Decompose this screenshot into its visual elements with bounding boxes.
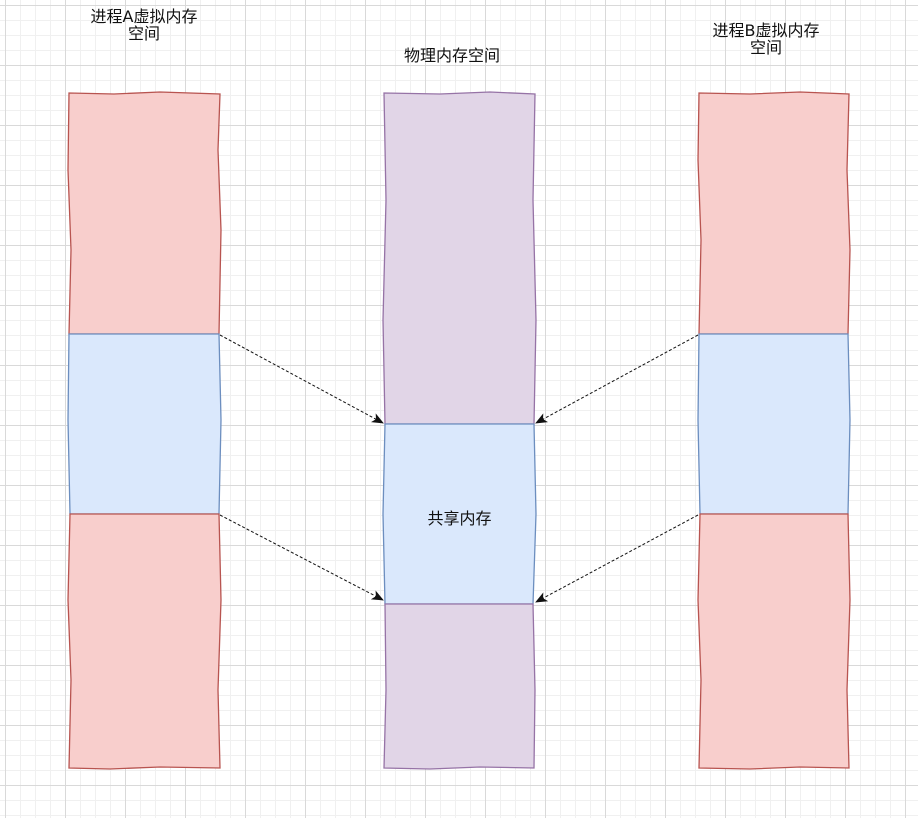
physical-memory-column	[382, 91, 537, 770]
arrow-b-bottom	[535, 514, 699, 603]
process-b-title-line-1: 进程B虚拟内存	[712, 21, 820, 40]
mapping-arrows	[219, 334, 699, 603]
shared-memory-label: 共享内存	[427, 509, 492, 528]
process-b-top-region	[697, 91, 851, 335]
physical-memory-title: 物理内存空间	[372, 47, 532, 64]
process-b-column	[697, 91, 851, 770]
process-a-bottom-region	[67, 513, 222, 770]
process-a-title: 进程A虚拟内存 空间	[64, 8, 224, 42]
process-b-title-line-2: 空间	[749, 38, 782, 57]
arrow-a-bottom	[219, 514, 384, 601]
arrow-b-top	[535, 334, 699, 424]
process-b-title: 进程B虚拟内存 空间	[686, 22, 846, 56]
arrow-a-top	[219, 334, 384, 424]
process-a-title-line-1: 进程A虚拟内存	[90, 7, 198, 26]
physical-bottom-region	[383, 603, 536, 770]
physical-top-region	[382, 91, 537, 425]
process-a-shared-region	[67, 333, 222, 515]
physical-memory-title-line-1: 物理内存空间	[403, 46, 500, 65]
process-a-top-region	[67, 91, 222, 335]
process-a-title-line-2: 空间	[127, 24, 160, 43]
process-a-column	[67, 91, 222, 770]
process-b-shared-region	[697, 333, 851, 515]
process-b-bottom-region	[697, 513, 851, 770]
